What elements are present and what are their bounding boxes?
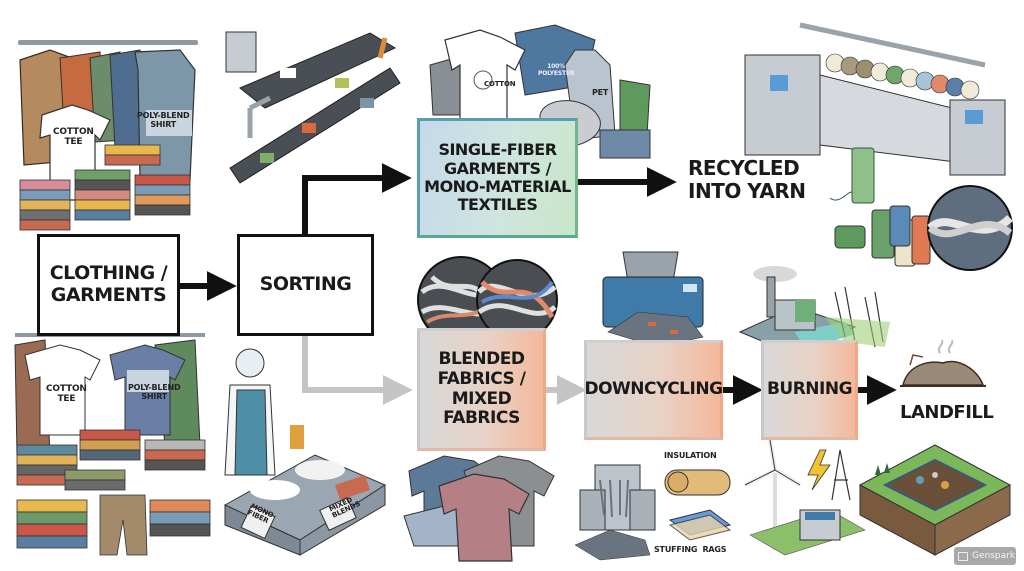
node-sorting-label: SORTING <box>259 273 352 296</box>
spinning-machine-illustration <box>744 22 1006 176</box>
node-blended-label: BLENDED FABRICS / MIXED FABRICS <box>437 349 526 429</box>
energy-recovery-illustration <box>743 439 866 556</box>
node-blended-fabrics: BLENDED FABRICS / MIXED FABRICS <box>417 328 546 451</box>
node-clothing-label: CLOTHING / GARMENTS <box>49 262 168 306</box>
shirt-polyester-tag: 100% POLYESTER <box>538 63 575 77</box>
genspark-logo-icon <box>958 551 968 561</box>
watermark-label: Genspark <box>972 551 1016 561</box>
rack-bottom-poly-tag: POLY-BLEND SHIRT <box>128 383 181 401</box>
node-burning-label: BURNING <box>766 379 853 400</box>
rack-top-poly-tag: POLY-BLEND SHIRT <box>137 111 190 129</box>
worker-sorting-bins-illustration <box>223 348 387 556</box>
node-single-fiber: SINGLE-FIBER GARMENTS / MONO-MATERIAL TE… <box>417 118 578 238</box>
node-sorting: SORTING <box>237 234 374 336</box>
landfill-heap-illustration <box>900 339 986 387</box>
garment-pile-illustration <box>14 333 211 556</box>
node-single-fiber-label: SINGLE-FIBER GARMENTS / MONO-MATERIAL TE… <box>424 140 571 215</box>
node-landfill: LANDFILL <box>900 402 994 423</box>
node-burning: BURNING <box>761 340 858 440</box>
node-recycled-into-yarn: RECYCLED INTO YARN <box>688 156 806 203</box>
genspark-watermark: Genspark <box>954 547 1016 565</box>
stuffing-rags-tag: STUFFING RAGS <box>654 545 727 554</box>
landfill-cross-section-illustration <box>858 444 1012 556</box>
blended-tshirts-illustration <box>403 455 555 562</box>
clothing-rack-illustration <box>18 40 198 231</box>
arrow-sorting-to-single-fiber <box>302 163 412 234</box>
mono-material-shirts-illustration <box>429 24 651 159</box>
rack-top-cotton-tag: COTTON TEE <box>53 127 94 147</box>
node-downcycling: DOWNCYCLING <box>584 340 723 440</box>
shirt-cotton-tag: COTTON <box>484 80 516 88</box>
sorting-conveyor-illustration <box>225 31 401 184</box>
shredder-machine-illustration <box>602 251 704 348</box>
downcycling-products-illustration <box>574 464 732 561</box>
arrow-sorting-to-blended <box>302 336 413 405</box>
yarn-spools-illustration <box>829 147 1013 271</box>
node-downcycling-label: DOWNCYCLING <box>584 379 723 400</box>
rack-bottom-cotton-tag: COTTON TEE <box>46 384 87 404</box>
insulation-tag: INSULATION <box>664 451 717 460</box>
shirt-pet-tag: PET <box>592 88 609 97</box>
node-clothing-garments: CLOTHING / GARMENTS <box>37 234 180 336</box>
